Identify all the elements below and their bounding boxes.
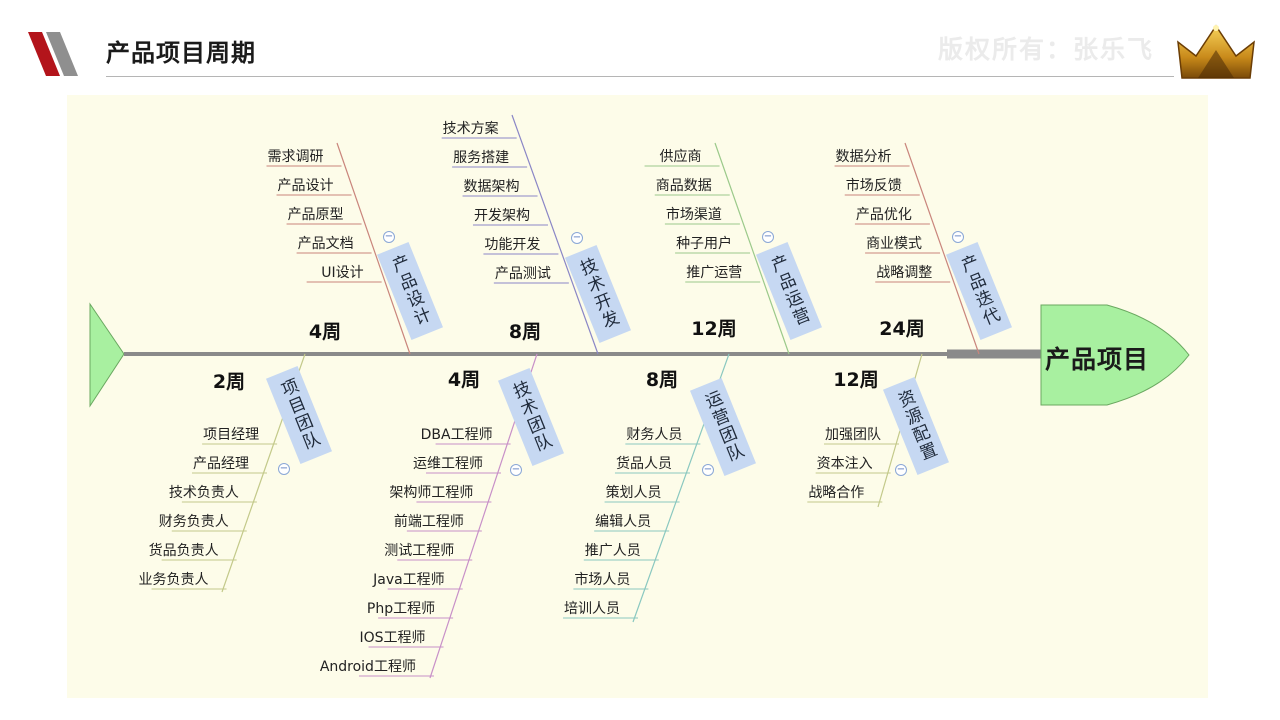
leaf-label: DBA工程师: [420, 427, 493, 443]
leaf-label: 需求调研: [267, 149, 324, 165]
fish-tail: [89, 302, 125, 408]
gold-crown-icon: [1177, 24, 1255, 79]
leaf-label: 推广人员: [584, 543, 641, 559]
leaf-label: 战略合作: [808, 485, 865, 501]
leaf-label: 财务负责人: [158, 514, 229, 530]
leaf-label: 业务负责人: [138, 572, 209, 588]
leaf-label: 技术方案: [442, 121, 499, 137]
collapse-toggle-icon[interactable]: −: [510, 464, 522, 476]
collapse-toggle-icon[interactable]: −: [571, 232, 583, 244]
brand-logo-icon: [28, 32, 78, 76]
duration-label: 12周: [691, 318, 737, 340]
leaf-label: 货品人员: [615, 456, 672, 472]
duration-label: 8周: [645, 369, 679, 391]
collapse-toggle-icon[interactable]: −: [383, 231, 395, 243]
head-label: 产品项目: [1045, 345, 1150, 374]
collapse-toggle-icon[interactable]: −: [895, 464, 907, 476]
leaf-label: 数据架构: [463, 179, 520, 195]
leaf-label: 商业模式: [866, 236, 923, 252]
leaf-label: 项目经理: [203, 427, 260, 443]
leaf-label: 产品测试: [494, 266, 551, 282]
leaf-label: 种子用户: [676, 236, 733, 252]
leaf-label: 策划人员: [605, 485, 662, 501]
leaf-label: 财务人员: [626, 427, 683, 443]
leaf-label: 服务搭建: [453, 150, 510, 166]
leaf-label: IOS工程师: [359, 630, 426, 646]
leaf-label: 运维工程师: [413, 456, 483, 472]
duration-label: 8周: [508, 321, 542, 343]
leaf-label: 培训人员: [564, 601, 620, 617]
leaf-label: 战略调整: [876, 265, 933, 281]
leaf-label: 前端工程师: [393, 514, 464, 530]
leaf-label: 产品原型: [287, 207, 344, 223]
leaf-label: 功能开发: [484, 237, 541, 253]
copyright-watermark: 版权所有：张乐飞: [938, 35, 1155, 64]
duration-label: 2周: [212, 371, 246, 393]
bone-top-3: [904, 142, 980, 355]
bone-top-2: [714, 142, 790, 355]
fish-head: [1040, 304, 1190, 406]
leaf-label: 产品文档: [297, 236, 354, 252]
leaf-label: 货品负责人: [148, 543, 219, 559]
bone-top-0: [336, 142, 411, 355]
leaf-label: 推广运营: [686, 265, 743, 281]
duration-label: 12周: [833, 369, 879, 391]
leaf-label: 数据分析: [835, 149, 892, 165]
duration-label: 4周: [308, 321, 342, 343]
leaf-label: Android工程师: [319, 659, 416, 675]
leaf-label: 产品优化: [855, 207, 912, 223]
leaf-label: 产品经理: [192, 456, 249, 472]
leaf-label: 架构师工程师: [389, 485, 474, 501]
leaf-label: 市场人员: [574, 572, 631, 588]
duration-label: 4周: [447, 369, 481, 391]
leaf-label: 测试工程师: [384, 543, 455, 559]
fishbone-lines: [89, 114, 1190, 679]
title-divider: [106, 76, 1174, 77]
leaf-label: 供应商: [659, 149, 702, 165]
leaf-label: 编辑人员: [595, 514, 652, 530]
leaf-label: Php工程师: [366, 601, 436, 617]
leaf-label: 资本注入: [816, 456, 873, 472]
collapse-toggle-icon[interactable]: −: [702, 464, 714, 476]
leaf-label: UI设计: [321, 265, 364, 281]
duration-label: 24周: [879, 318, 925, 340]
leaf-label: 开发架构: [473, 208, 530, 224]
collapse-toggle-icon[interactable]: −: [952, 231, 964, 243]
bone-top-1: [511, 114, 599, 355]
leaf-label: 市场渠道: [665, 207, 722, 223]
leaf-label: 产品设计: [277, 178, 334, 194]
leaf-label: 商品数据: [655, 178, 712, 194]
collapse-toggle-icon[interactable]: −: [762, 231, 774, 243]
collapse-toggle-icon[interactable]: −: [278, 463, 290, 475]
leaf-label: 市场反馈: [845, 178, 902, 194]
leaf-label: 技术负责人: [168, 485, 239, 501]
page-title: 产品项目周期: [106, 39, 256, 67]
leaf-label: Java工程师: [373, 572, 445, 588]
leaf-label: 加强团队: [824, 427, 881, 443]
